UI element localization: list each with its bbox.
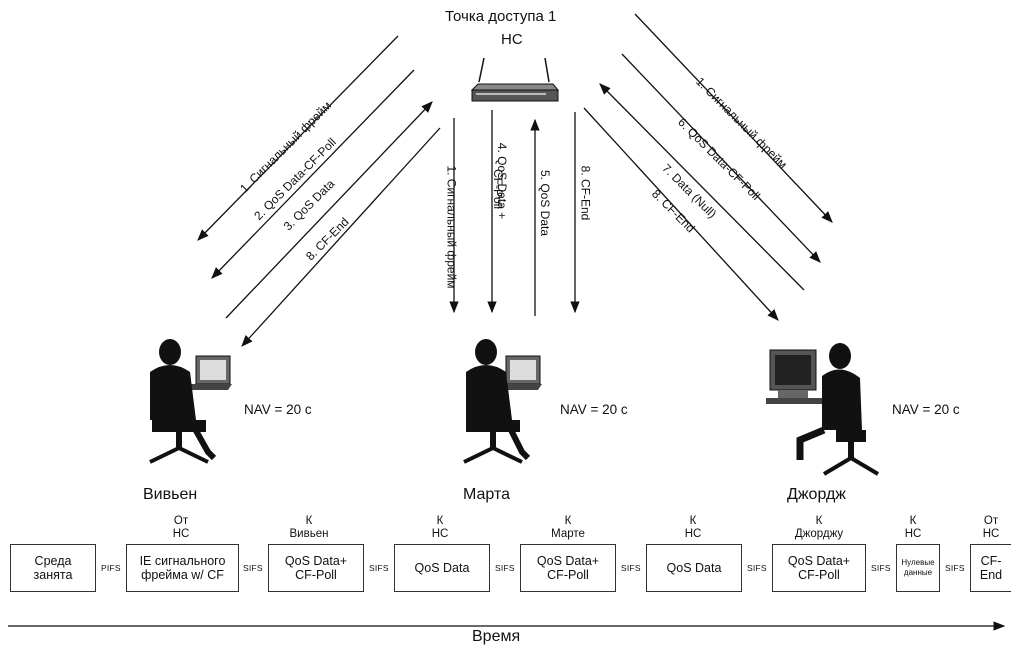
person-marta-icon xyxy=(463,339,542,464)
arrows-right xyxy=(583,13,833,321)
arrow-beacon-to-vivien xyxy=(197,35,399,241)
ap-subtitle: НС xyxy=(501,31,523,48)
ifs-label: SIFS xyxy=(495,563,515,573)
frame-qos-data-marta: QoS Data xyxy=(646,544,742,592)
arrow-beacon-to-george xyxy=(634,13,833,223)
arrow-cf-end-to-vivien xyxy=(241,127,441,347)
frame-cf-end: CF-End xyxy=(970,544,1011,592)
arrow-qos-poll-to-vivien xyxy=(211,69,415,279)
station-name-vivien: Вивьен xyxy=(143,486,198,503)
person-vivien-icon xyxy=(149,339,232,464)
ifs-label: SIFS xyxy=(945,563,965,573)
label-center-cf-poll: CF-Poll xyxy=(491,168,506,210)
label-center-beacon: 1. Сигнальный фрейм xyxy=(444,165,459,289)
ifs-label: SIFS xyxy=(747,563,767,573)
arrow-qos-poll-to-george xyxy=(621,53,821,263)
ifs-label: SIFS xyxy=(369,563,389,573)
label-center-cf-end: 8. CF-End xyxy=(578,165,593,221)
arrows-left xyxy=(197,35,441,347)
ifs-label: SIFS xyxy=(621,563,641,573)
access-point-icon xyxy=(470,57,560,102)
frame-qos-data-cf-poll-vivien: QoS Data+CF-Poll xyxy=(268,544,364,592)
nav-vivien: NAV = 20 c xyxy=(244,402,312,417)
frame-qos-data-cf-poll-george: QoS Data+CF-Poll xyxy=(772,544,866,592)
ifs-label: SIFS xyxy=(871,563,891,573)
station-name-marta: Марта xyxy=(463,486,510,503)
ifs-label: PIFS xyxy=(101,563,121,573)
arrow-qos-data-from-vivien xyxy=(225,101,433,319)
person-george-icon xyxy=(766,343,880,476)
nav-george: NAV = 20 c xyxy=(892,402,960,417)
nav-marta: NAV = 20 c xyxy=(560,402,628,417)
time-axis-label: Время xyxy=(472,628,521,645)
arrows-center xyxy=(449,110,580,316)
station-name-george: Джордж xyxy=(787,486,847,503)
ap-title: Точка доступа 1 xyxy=(445,8,557,25)
label-center-qos-data: 5. QoS Data xyxy=(538,169,553,237)
frame-qos-data-cf-poll-marta: QoS Data+CF-Poll xyxy=(520,544,616,592)
ifs-label: SIFS xyxy=(243,563,263,573)
frame-qos-data-vivien: QoS Data xyxy=(394,544,490,592)
arrow-cf-end-to-george xyxy=(583,107,779,321)
arrow-null-from-george xyxy=(599,83,805,291)
